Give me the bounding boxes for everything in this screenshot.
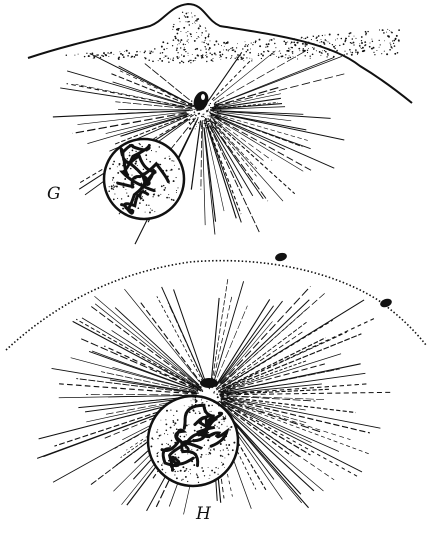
- polar-body-1: [274, 252, 288, 263]
- figure-label-h: H: [196, 506, 211, 523]
- figure-g: [28, 4, 412, 244]
- polar-body-2: [379, 297, 393, 309]
- aster-rays-g: [53, 51, 345, 244]
- egg-surface-upper: [28, 4, 412, 103]
- centrosome-g-highlight: [201, 94, 205, 100]
- nucleus-g: [104, 139, 184, 219]
- figure-label-g: G: [47, 186, 61, 203]
- figure-h: [6, 252, 426, 515]
